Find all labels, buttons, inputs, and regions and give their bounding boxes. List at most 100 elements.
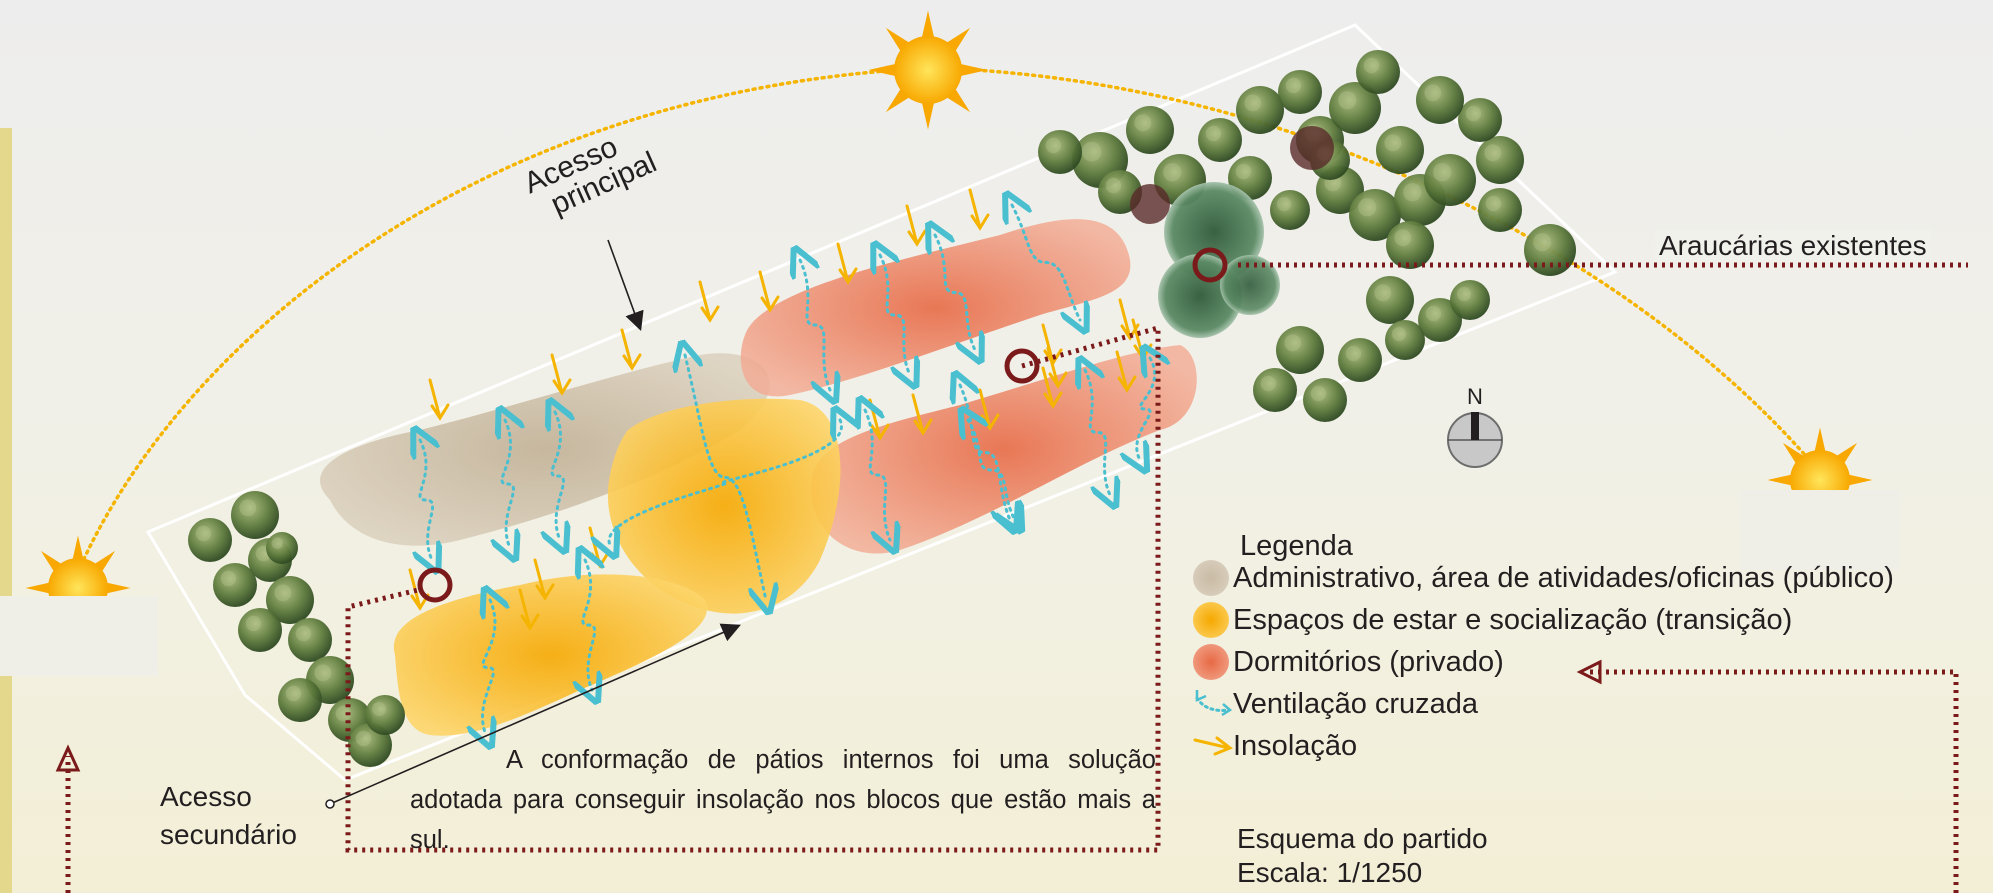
insolation-icon	[1193, 736, 1233, 756]
note-text: A conformação de pátios internos foi uma…	[410, 746, 1156, 854]
ventilation-arrow	[420, 440, 433, 560]
insolation-arrow	[1041, 366, 1063, 409]
pointer-origin	[325, 799, 335, 809]
ventilation-arrows	[420, 205, 1155, 735]
tree-icon	[365, 695, 405, 735]
scheme-caption: Esquema do partido Escala: 1/1250	[1237, 822, 1488, 890]
ventilation-arrow	[968, 420, 1015, 520]
ventilation-arrow	[880, 255, 910, 375]
tree-icon	[1278, 70, 1322, 114]
tree-icon	[1349, 189, 1401, 241]
tree-icon	[231, 491, 279, 539]
tree-icon	[1376, 126, 1424, 174]
access-arrowhead-left	[55, 744, 81, 772]
tree-icon	[1424, 154, 1476, 206]
insolation-arrow	[620, 328, 642, 371]
legend-label-ventilation: Ventilação cruzada	[1233, 687, 1479, 720]
trees	[188, 50, 1576, 767]
insolation-arrow	[428, 378, 450, 421]
label-acesso-secundario: Acesso secundário	[160, 778, 297, 854]
tree-icon	[1366, 276, 1414, 324]
legend-label-dormitory: Dormitórios (privado)	[1233, 645, 1504, 678]
ventilation-arrow	[935, 235, 975, 350]
ventilation-arrow	[865, 410, 890, 540]
tree-icon	[1126, 106, 1174, 154]
legend-label-insolation: Insolação	[1233, 729, 1358, 762]
tree-icon	[1338, 338, 1382, 382]
label-acesso-secundario-line2: secundário	[160, 819, 297, 850]
legend-item-social: Espaços de estar e socialização (transiç…	[1193, 600, 1792, 640]
ventilation-arrow	[800, 260, 830, 390]
zone-dormitory-bottom	[811, 345, 1197, 554]
tree-icon	[1524, 224, 1576, 276]
sun-path-left	[76, 66, 932, 574]
tree-icon	[278, 678, 322, 722]
legend-swatch-social	[1193, 602, 1229, 638]
tree-icon	[288, 618, 332, 662]
insolation-arrow	[1046, 346, 1068, 389]
tree-icon	[1476, 136, 1524, 184]
insolation-arrow	[968, 188, 990, 231]
ventilation-arrow	[552, 412, 564, 540]
tree-icon	[238, 608, 282, 652]
pointer-acesso-principal	[607, 239, 644, 332]
insolation-arrow	[698, 280, 720, 323]
sun-icon	[1740, 427, 1900, 570]
legend-item-ventilation: Ventilação cruzada	[1193, 684, 1478, 724]
legend-label-social: Espaços de estar e socialização (transiç…	[1233, 603, 1793, 636]
insolation-arrow	[533, 558, 555, 601]
left-accent-bar	[0, 128, 12, 893]
tree-icon	[1385, 320, 1425, 360]
pointer-acesso-secundario	[329, 623, 741, 805]
tree-icon	[1303, 378, 1347, 422]
access-point-secondary	[417, 567, 453, 603]
scheme-scale: Escala: 1/1250	[1237, 857, 1423, 888]
tree-icon	[1270, 190, 1310, 230]
legend-swatch-dormitory	[1193, 644, 1229, 680]
label-araucarias: Araucárias existentes	[1655, 230, 1931, 262]
label-acesso-secundario-line1: Acesso	[160, 781, 252, 812]
tree-icon	[1418, 298, 1462, 342]
tree-icon	[188, 518, 232, 562]
sun-icons	[0, 10, 1900, 676]
ventilation-icon	[1195, 690, 1233, 717]
insolation-arrow	[758, 270, 780, 313]
tree-icon	[266, 576, 314, 624]
tree-icon	[1478, 188, 1522, 232]
insolation-arrow	[550, 353, 572, 396]
scheme-title: Esquema do partido	[1237, 823, 1488, 854]
tree-icon	[1038, 130, 1082, 174]
legend-title: Legenda	[1240, 530, 1353, 562]
access-arrowhead-right	[1576, 659, 1602, 685]
ventilation-arrow	[502, 420, 514, 548]
tree-icon	[266, 532, 298, 564]
tree-icon	[1450, 280, 1490, 320]
legend-swatch-administrative	[1193, 560, 1229, 596]
tree-icon	[1276, 326, 1324, 374]
insolation-arrow	[911, 393, 933, 436]
legend-item-insolation: Insolação	[1193, 726, 1357, 766]
tree-icon	[1236, 86, 1284, 134]
tree-icon	[1198, 118, 1242, 162]
tree-icon	[213, 563, 257, 607]
ventilation-arrow	[609, 420, 841, 545]
access-lines	[65, 262, 1968, 893]
zone-dormitory-top	[740, 219, 1131, 397]
legend-item-dormitory: Dormitórios (privado)	[1193, 642, 1504, 682]
north-arrow-icon	[1447, 412, 1503, 468]
ventilation-arrow	[1085, 370, 1110, 495]
access-point-main	[1004, 348, 1040, 384]
tree-icon	[1329, 82, 1381, 134]
insolation-arrow	[518, 588, 540, 631]
ventilation-arrow	[1012, 205, 1080, 320]
legend-item-administrative: Administrativo, área de atividades/ofici…	[1193, 558, 1894, 598]
insolation-arrow	[588, 526, 610, 569]
tree-icon	[1386, 221, 1434, 269]
sun-icon	[868, 10, 988, 130]
ventilation-arrow	[1137, 358, 1155, 460]
legend-label-administrative: Administrativo, área de atividades/ofici…	[1233, 561, 1894, 594]
tree-icon	[1356, 50, 1400, 94]
north-label: N	[1467, 384, 1483, 409]
access-point-araucarias	[1192, 247, 1228, 283]
